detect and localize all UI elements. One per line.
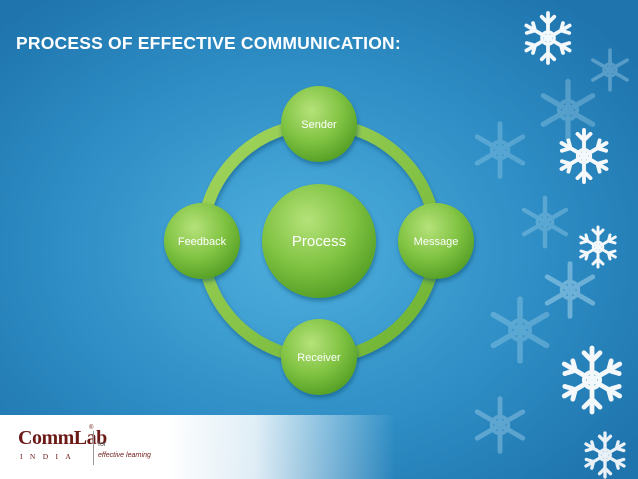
logo-tagline: effective learning xyxy=(98,452,151,459)
node-receiver-label: Receiver xyxy=(297,352,341,364)
node-feedback-label: Feedback xyxy=(178,236,227,248)
slide-title: PROCESS OF EFFECTIVE COMMUNICATION: xyxy=(16,33,401,53)
center-node: Process xyxy=(262,184,376,298)
logo-for: for xyxy=(98,441,107,448)
commlab-logo: CommLab ® INDIA for effective learning xyxy=(18,425,198,471)
logo-registered-mark: ® xyxy=(89,425,94,431)
node-sender: Sender xyxy=(281,86,357,162)
node-sender-label: Sender xyxy=(301,119,337,131)
logo-subtitle: INDIA xyxy=(20,452,79,461)
footer-band xyxy=(0,415,638,479)
node-message: Message xyxy=(398,203,474,279)
node-feedback: Feedback xyxy=(164,203,240,279)
center-node-label: Process xyxy=(292,233,346,250)
logo-divider xyxy=(93,431,94,465)
node-receiver: Receiver xyxy=(281,319,357,395)
node-message-label: Message xyxy=(414,236,459,248)
logo-brand: CommLab xyxy=(18,427,107,449)
